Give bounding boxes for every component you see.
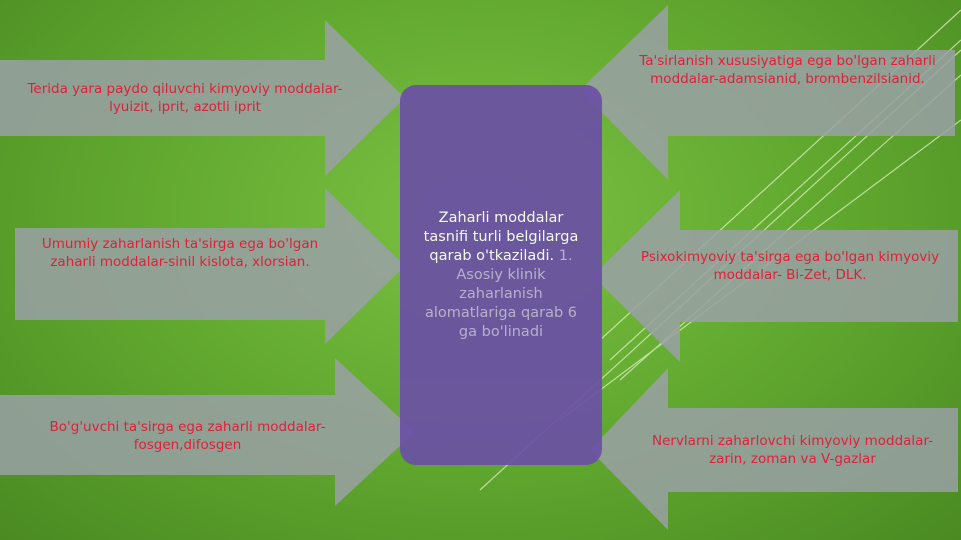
center-sub-text: 1. Asosiy klinik zaharlanish alomatlarig… xyxy=(424,247,578,340)
right-arrow-3 xyxy=(590,368,958,530)
right-arrow-2 xyxy=(592,190,958,362)
left-arrow-2 xyxy=(15,188,405,344)
left-label-3: Bo'g'uvchi ta'sirga ega zaharli moddalar… xyxy=(49,419,326,453)
center-summary-box: Zaharli moddalar tasnifi turli belgilarg… xyxy=(400,85,602,465)
right-label-2: Psixokimyoviy ta'sirga ega bo'lgan kimyo… xyxy=(640,249,940,283)
left-arrow-1 xyxy=(0,20,405,176)
right-label-1: Ta'sirlanish xususiyatiga ega bo'lgan za… xyxy=(639,53,936,87)
center-main-text: Zaharli moddalar tasnifi turli belgilarg… xyxy=(423,209,579,264)
left-arrow-3 xyxy=(0,358,415,506)
center-summary-text: Zaharli moddalar tasnifi turli belgilarg… xyxy=(400,209,602,342)
left-label-1: Terida yara paydo qiluvchi kimyoviy modd… xyxy=(27,81,343,115)
right-arrow-1 xyxy=(580,5,955,180)
right-label-3: Nervlarni zaharlovchi kimyoviy moddalar-… xyxy=(651,433,934,467)
left-label-2: Umumiy zaharlanish ta'sirga ega bo'lgan … xyxy=(41,236,319,270)
